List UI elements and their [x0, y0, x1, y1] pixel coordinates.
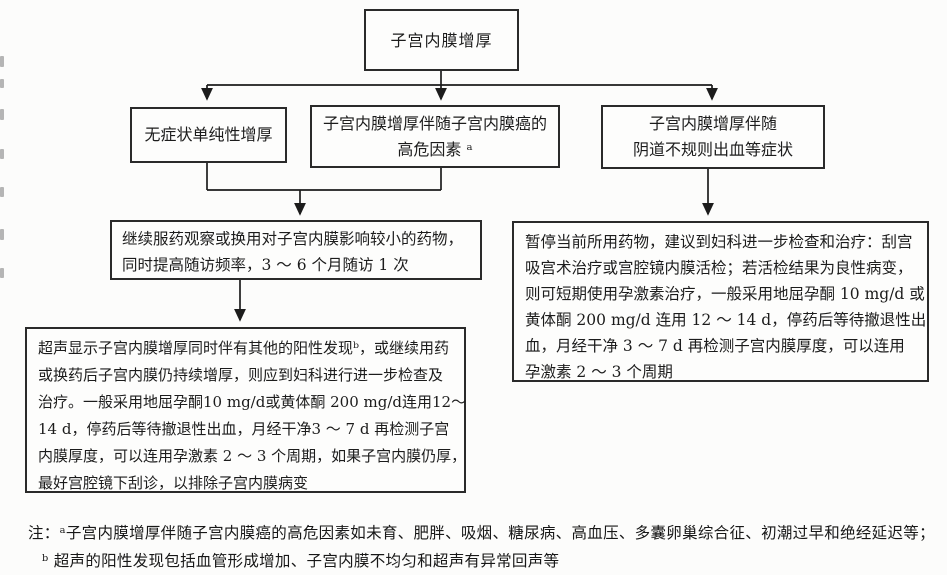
scan-speck [0, 229, 4, 240]
box-line: 黄体酮 200 mg/d 连用 12 ～ 14 d，停药后等待撤退性出 [525, 311, 927, 329]
flow-box-ultrasound-positive-findings: 超声显示子宫内膜增厚同时伴有其他的阳性发现ᵇ，或继续用药 或换药后子宫内膜仍持续… [25, 327, 466, 493]
box-line: 内膜厚度，可以连用孕激素 2 ～ 3 个周期，如果子宫内膜仍厚， [38, 447, 467, 465]
scan-speck [0, 56, 4, 67]
box-line: 暂停当前所用药物，建议到妇科进一步检查和治疗：刮宫 [525, 233, 913, 251]
box-line: 血，月经干净 3 ～ 7 d 再检测子宫内膜厚度，可以连用 [525, 337, 905, 355]
box-line: 治疗。一般采用地屈孕酮10 mg/d或黄体酮 200 mg/d连用12～ [38, 393, 467, 411]
box-line: 或换药后子宫内膜仍持续增厚，则应到妇科进行进一步检查及 [38, 366, 444, 384]
flow-box-irregular-bleeding: 子宫内膜增厚伴随 阴道不规则出血等症状 [601, 105, 825, 169]
box-line: 子宫内膜增厚 [390, 30, 493, 50]
box-line: 子宫内膜增厚伴随子宫内膜癌的 [322, 113, 547, 133]
box-line: 继续服药观察或换用对子宫内膜影响较小的药物， [122, 230, 464, 248]
box-line: 同时提高随访频率，3 ～ 6 个月随访 1 次 [122, 256, 409, 274]
scan-speck [0, 109, 4, 120]
box-line: 最好宫腔镜下刮诊，以排除子宫内膜病变 [38, 474, 309, 492]
box-line: 孕激素 2 ～ 3 个周期 [525, 363, 673, 381]
footnote-b: ᵇ 超声的阳性发现包括血管形成增加、子宫内膜不均匀和超声有异常回声等 [42, 552, 560, 570]
box-line: 阴道不规则出血等症状 [632, 140, 793, 159]
box-line: 超声显示子宫内膜增厚同时伴有其他的阳性发现ᵇ，或继续用药 [38, 339, 450, 357]
box-line: 则可短期使用孕激素治疗，一般采用地屈孕酮 10 mg/d 或 [525, 285, 925, 303]
box-line: 高危因素 ᵃ [397, 139, 473, 159]
scan-speck [0, 149, 4, 159]
footnote-a: 注：ᵃ子宫内膜增厚伴随子宫内膜癌的高危因素如未育、肥胖、吸烟、糖尿病、高血压、多… [28, 524, 935, 542]
flow-box-asymptomatic-simple-thickening: 无症状单纯性增厚 [130, 107, 287, 163]
flow-box-endometrial-thickening: 子宫内膜增厚 [364, 9, 519, 71]
scan-speck [0, 268, 4, 278]
flow-box-stop-medication-gynecology: 暂停当前所用药物，建议到妇科进一步检查和治疗：刮宫 吸宫术治疗或宫腔镜内膜活检；… [512, 221, 929, 382]
scan-speck [0, 79, 4, 88]
box-line: 无症状单纯性增厚 [144, 125, 273, 144]
box-line: 吸宫术治疗或宫腔镜内膜活检；若活检结果为良性病变， [525, 259, 913, 277]
box-line: 14 d，停药后等待撤退性出血，月经干净3 ～ 7 d 再检测子宫 [38, 420, 450, 438]
box-line: 子宫内膜增厚伴随 [648, 114, 777, 133]
flow-box-high-risk-factors: 子宫内膜增厚伴随子宫内膜癌的 高危因素 ᵃ [310, 105, 560, 168]
scan-speck [0, 187, 4, 197]
flow-box-continue-medication: 继续服药观察或换用对子宫内膜影响较小的药物， 同时提高随访频率，3 ～ 6 个月… [110, 220, 482, 280]
